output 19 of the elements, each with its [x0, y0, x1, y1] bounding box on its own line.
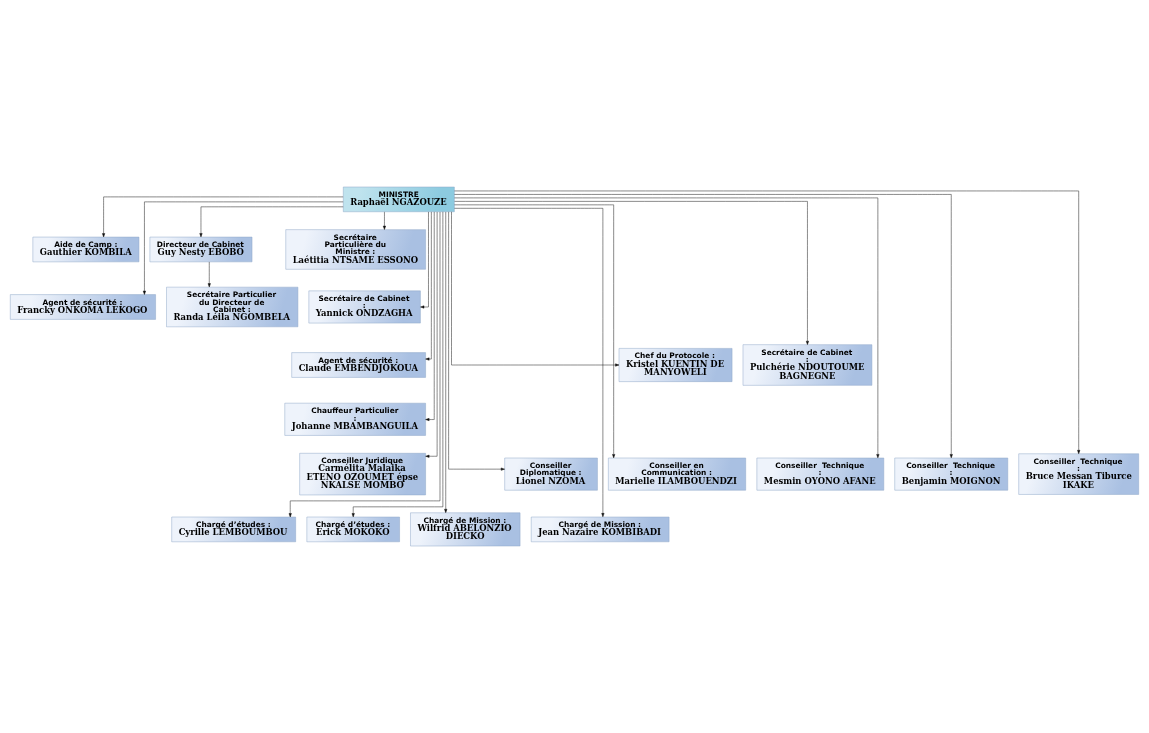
arrow: [454, 208, 605, 518]
arrow: [454, 190, 1081, 454]
arrow: [351, 211, 444, 518]
arrow: [454, 204, 616, 459]
arrow: [102, 196, 344, 238]
arrow: [425, 211, 432, 361]
arrow: [448, 211, 505, 471]
arrow: [199, 206, 344, 238]
arrow: [420, 211, 429, 309]
arrow: [444, 211, 448, 513]
arrow: [142, 201, 344, 295]
arrow: [425, 211, 438, 458]
arrow: [454, 197, 880, 459]
arrow: [454, 201, 809, 345]
arrow: [207, 261, 211, 288]
arrow: [383, 211, 386, 230]
arrow: [425, 211, 435, 422]
arrow: [454, 194, 953, 459]
arrow: [451, 211, 620, 367]
